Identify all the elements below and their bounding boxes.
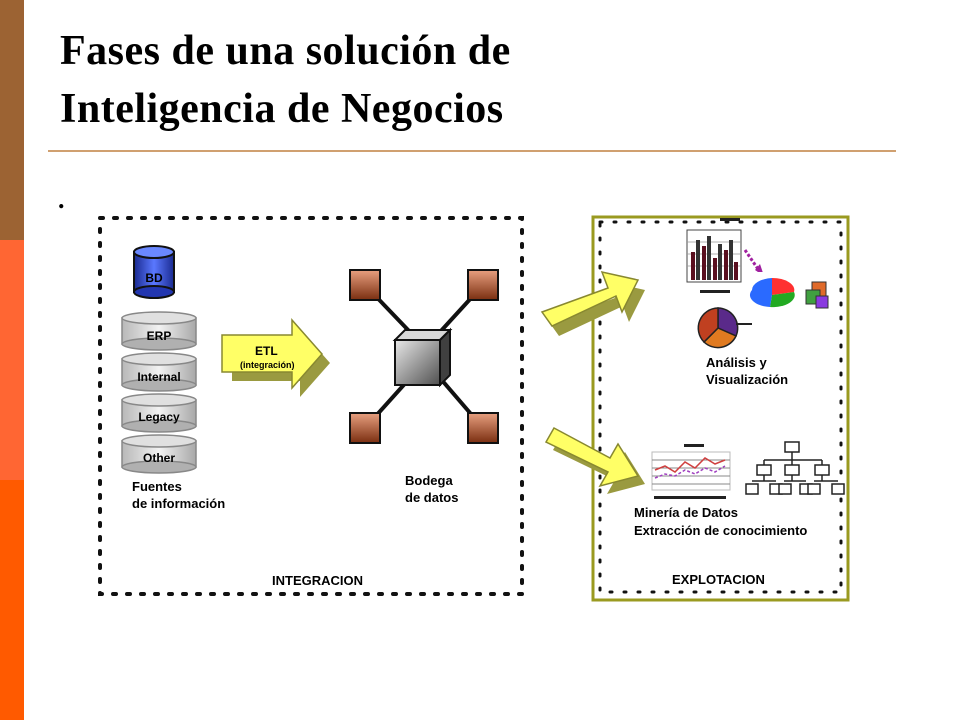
source-legacy-label: Legacy [138,410,180,424]
pie-chart-icon [697,307,752,349]
source-legacy-icon [121,393,197,433]
analysis-caption-line-1: Análisis y [706,355,767,370]
warehouse-caption-line-2: de datos [405,490,458,505]
source-erp-icon [121,311,197,351]
mining-caption-line-1: Minería de Datos [634,505,738,520]
arrow-to-mining-icon [544,426,645,494]
sidebar-segment-top [0,0,24,240]
warehouse-network-icon [349,269,499,444]
source-other-label: Other [143,451,175,465]
bd-database-icon [133,245,175,299]
sources-caption-line-2: de información [132,496,225,511]
slide-title: Fases de una solución de Inteligencia de… [60,22,900,138]
mining-caption-line-2: Extracción de conocimiento [634,523,807,538]
etl-label: ETL [255,344,278,358]
bar-chart-icon [686,218,764,293]
exploitation-label: EXPLOTACION [672,572,765,587]
source-other-icon [121,434,197,474]
exploitation-frame [591,215,850,602]
trend-chart-icon [651,444,731,499]
sources-caption-line-1: Fuentes [132,479,182,494]
bullet-text: . [58,185,65,214]
sidebar-decoration [0,0,24,720]
decision-tree-icon [745,441,845,495]
exploitation-inner-dots [598,220,843,594]
arrow-to-analysis-icon [540,270,645,336]
3d-pie-chart-icon [749,272,829,318]
sidebar-segment-bottom [0,480,24,720]
source-internal-label: Internal [137,370,180,384]
integration-frame [98,216,524,596]
integration-label: INTEGRACION [272,573,363,588]
etl-sublabel: (integración) [240,360,295,370]
analysis-caption-line-2: Visualización [706,372,788,387]
source-internal-icon [121,352,197,392]
warehouse-caption-line-1: Bodega [405,473,453,488]
sidebar-segment-middle [0,240,24,480]
title-line-2: Inteligencia de Negocios [60,86,504,132]
etl-arrow-icon [221,318,330,397]
source-erp-label: ERP [147,329,172,343]
bd-label: BD [145,271,163,285]
title-underline [48,150,896,152]
title-line-1: Fases de una solución de [60,28,511,74]
